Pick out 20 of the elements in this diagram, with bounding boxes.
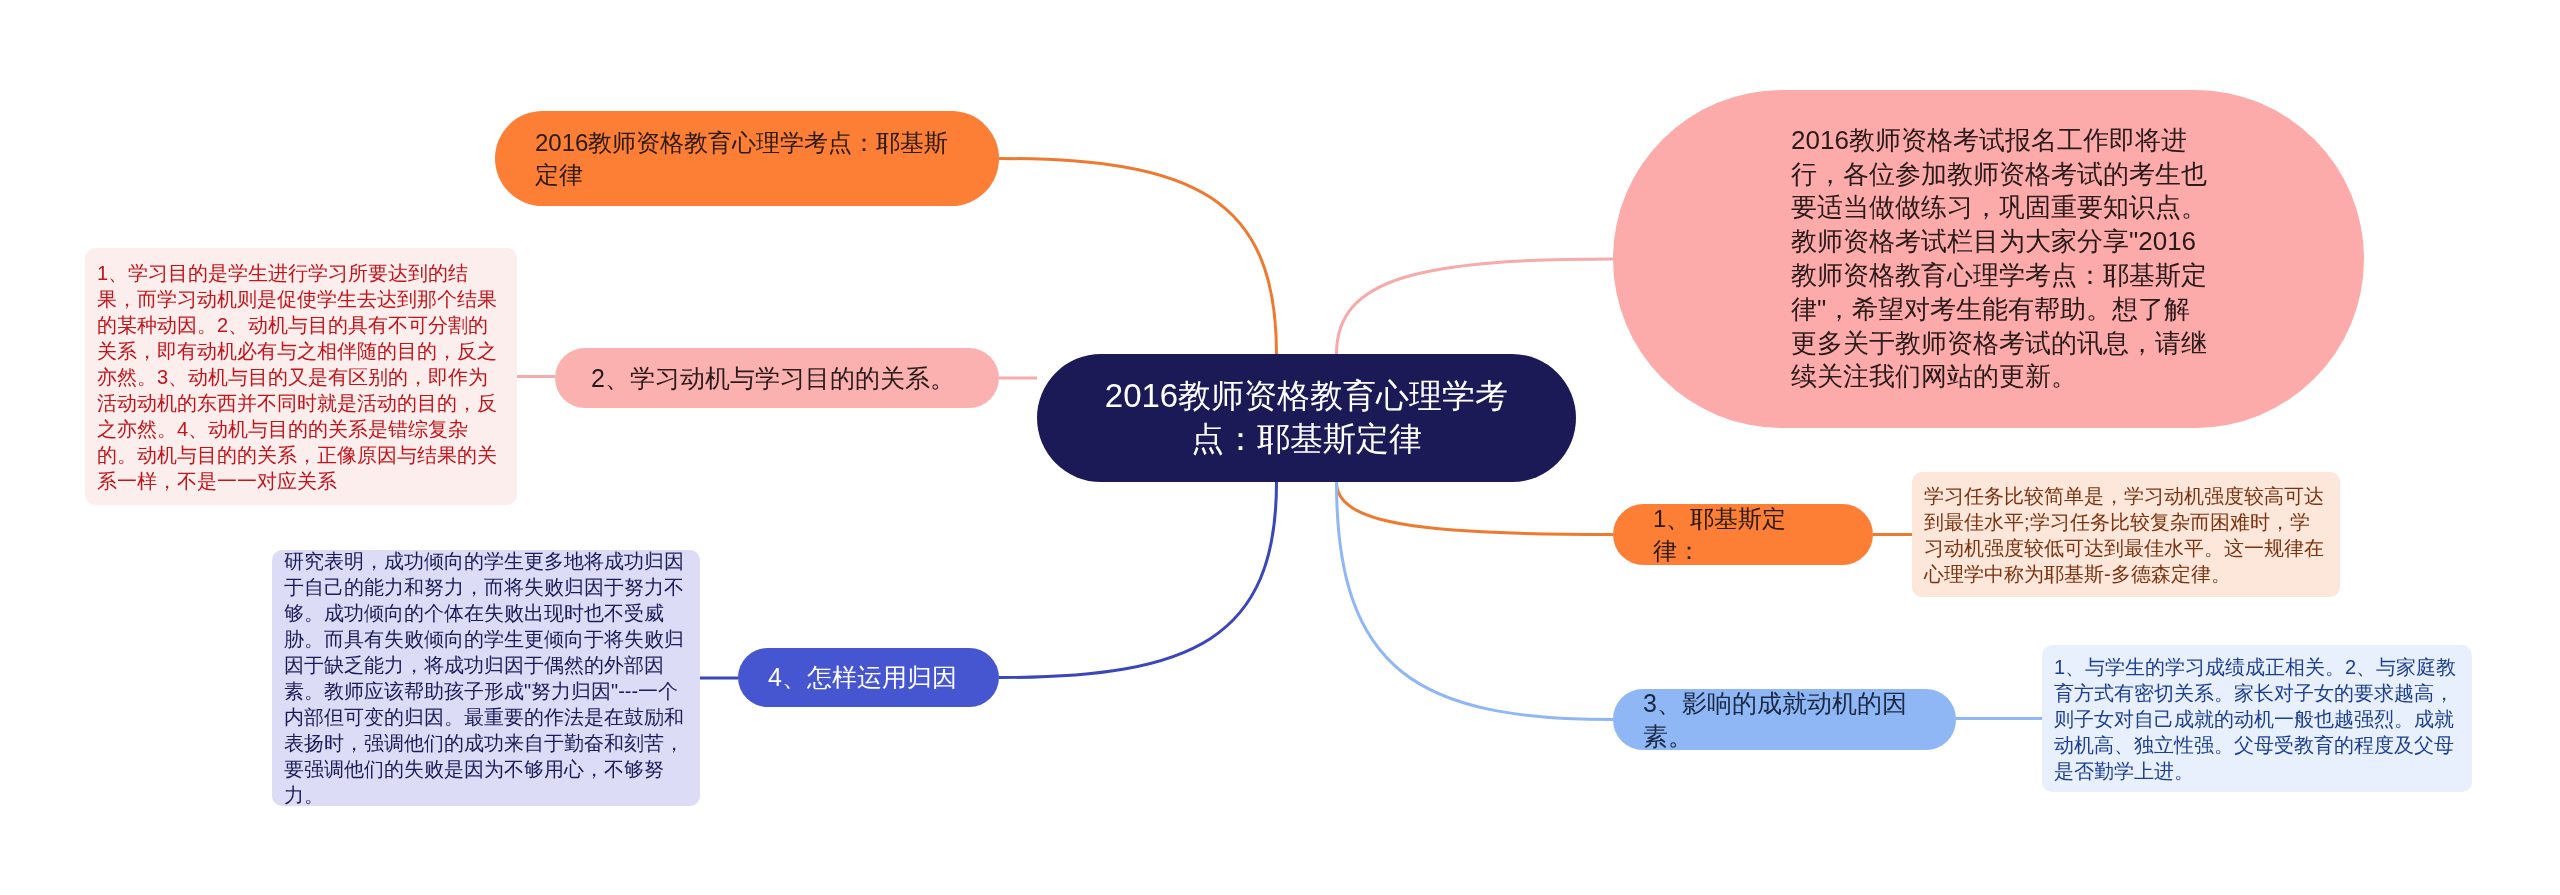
note-box: 学习任务比较简单是，学习动机强度较高可达到最佳水平;学习任务比较复杂而困难时，学习动机强度较低可达到最佳水平。这一规律在心理学中称为耶基斯-多德森定律。: [1912, 472, 2340, 597]
connector: [1873, 533, 1912, 536]
note-box: 1、与学生的学习成绩成正相关。2、与家庭教育方式有密切关系。家长对子女的要求越高，则子女对自己成就的动机一般也越强烈。成就动机高、独立性强。父母受教育的程度及父母是否勤学上进。: [2042, 645, 2472, 792]
connector: [1335, 481, 1614, 721]
topic-pill: 2016教师资格考试报名工作即将进行，各位参加教师资格考试的考生也要适当做做练习，巩固重要知识点。教师资格考试栏目为大家分享"2016教师资格教育心理学考点：耶基斯定律"，希望对考生能有帮助。想了解更多关于教师资格考试的讯息，请继续关注我们网站的更新。: [1613, 90, 2364, 428]
central-topic-pill: 2016教师资格教育心理学考点：耶基斯定律: [1037, 354, 1576, 482]
topic-pill: 2016教师资格教育心理学考点：耶基斯定律: [495, 111, 999, 206]
topic-pill: 3、影响的成就动机的因素。: [1613, 689, 1956, 750]
connector: [1335, 257, 1613, 355]
note-box: 1、学习目的是学生进行学习所要达到的结果，而学习动机则是促使学生去达到那个结果的某种动因。2、动机与目的具有不可分割的关系，即有动机必有与之相伴随的目的，反之亦然。3、动机与目的又是有区别的，即作为活动动机的东西并不同时就是活动的目的，反之亦然。4、动机与目的的关系是错综复杂的。动机与目的的关系，正像原因与结果的关系一样，不是一一对应关系: [85, 248, 517, 505]
topic-pill: 2、学习动机与学习目的的关系。: [555, 348, 999, 408]
connector: [998, 481, 1278, 679]
connector: [999, 376, 1037, 380]
connector: [700, 676, 738, 680]
connector: [517, 375, 555, 378]
note-box: 研究表明，成功倾向的学生更多地将成功归因于自己的能力和努力，而将失败归因于努力不够。成功倾向的个体在失败出现时也不受威胁。而具有失败倾向的学生更倾向于将失败归因于缺乏能力，将成功归因于偶然的外部因素。教师应该帮助孩子形成"努力归因"---一个内部但可变的归因。最重要的作法是在鼓励和表扬时，强调他们的成功来自于勤奋和刻苦，要强调他们的失败是因为不够用心，不够努力。: [272, 550, 700, 806]
connector: [1956, 717, 2042, 720]
connector: [998, 157, 1278, 355]
topic-pill: 1、耶基斯定律：: [1613, 504, 1873, 565]
topic-pill: 4、怎样运用归因: [738, 648, 999, 707]
